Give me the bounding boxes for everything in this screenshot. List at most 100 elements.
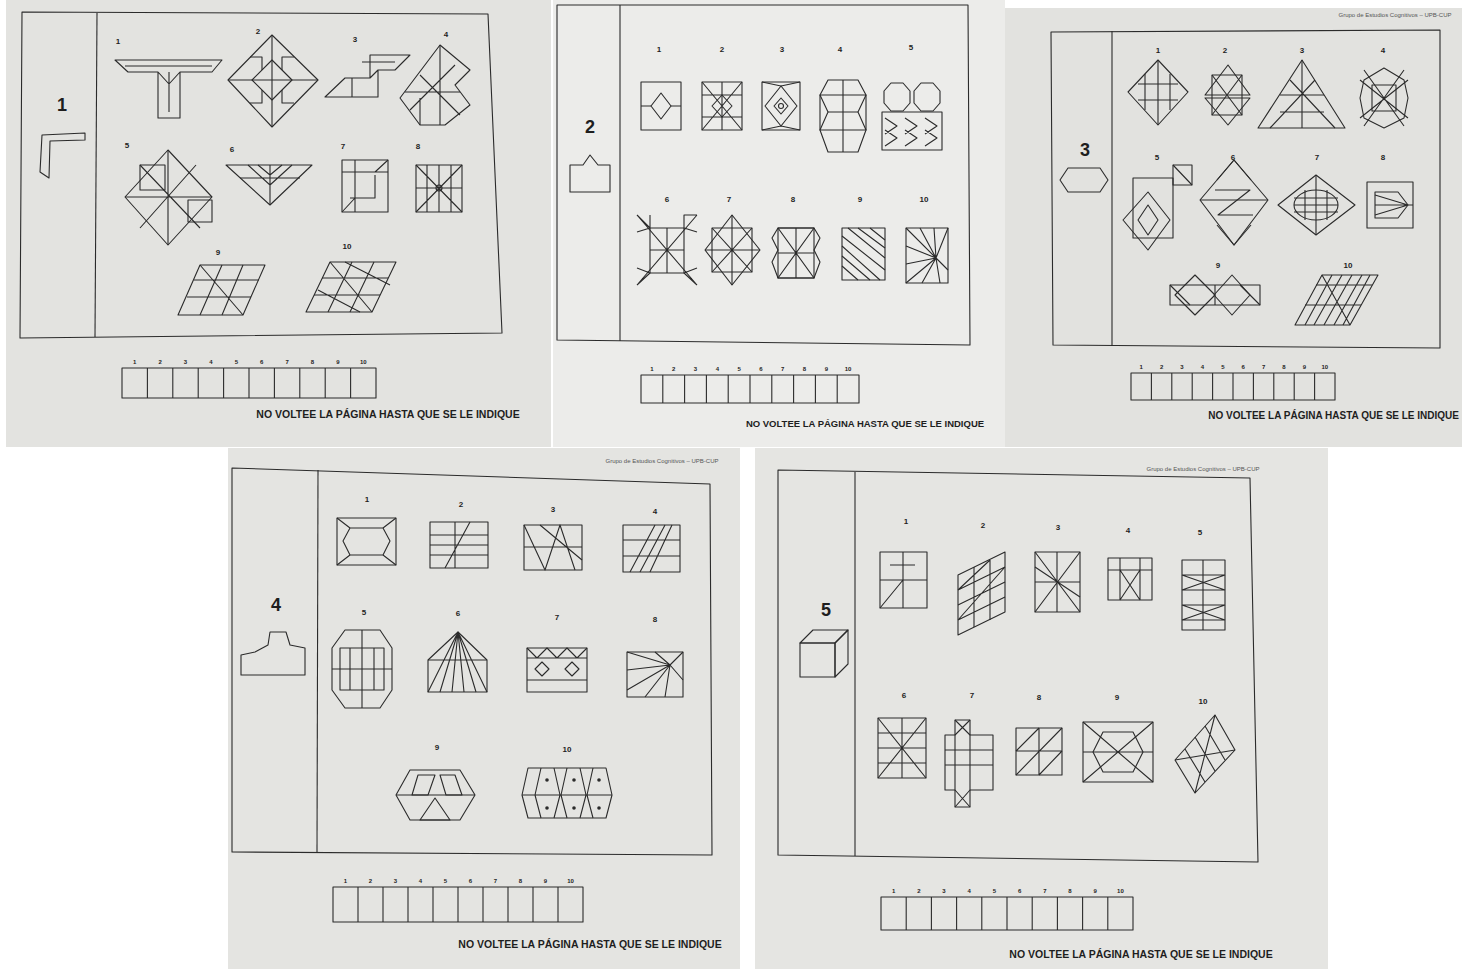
answer-cell-number: 6: [759, 366, 762, 372]
answer-cell-number: 1: [1140, 364, 1143, 370]
item-number: 6: [902, 692, 906, 700]
answer-cell-number: 6: [260, 359, 263, 365]
answer-cell-number: 3: [1180, 364, 1183, 370]
item-number: 1: [116, 38, 120, 46]
paper: [1005, 8, 1462, 447]
item-number: 1: [657, 46, 661, 54]
item-number: 5: [362, 609, 366, 617]
item-number: 4: [1381, 47, 1385, 55]
item-number: 5: [125, 142, 129, 150]
answer-cell-number: 2: [369, 878, 372, 884]
page-header: Grupo de Estudios Cognitivos – UPB-CUP: [605, 458, 718, 464]
item-number: 10: [343, 243, 352, 251]
item-number: 2: [459, 501, 463, 509]
paper: [755, 448, 1328, 969]
answer-cell-number: 8: [803, 366, 806, 372]
answer-cell-number: 7: [285, 359, 288, 365]
answer-cell-number: 10: [1321, 364, 1328, 370]
item-number: 5: [1155, 154, 1159, 162]
page-number: 3: [1080, 141, 1090, 159]
answer-cell-number: 10: [1117, 888, 1124, 894]
answer-cell-number: 1: [133, 359, 136, 365]
answer-cell-number: 1: [892, 888, 895, 894]
item-number: 9: [1115, 694, 1119, 702]
answer-cell-number: 9: [825, 366, 828, 372]
item-number: 10: [1199, 698, 1208, 706]
page-header: Grupo de Estudios Cognitivos – UPB-CUP: [1146, 466, 1259, 472]
answer-cell-number: 5: [737, 366, 740, 372]
answer-cell-number: 7: [1043, 888, 1046, 894]
item-number: 1: [904, 518, 908, 526]
answer-cell-number: 9: [544, 878, 547, 884]
answer-cell-number: 5: [235, 359, 238, 365]
answer-cell-number: 3: [942, 888, 945, 894]
item-number: 9: [435, 744, 439, 752]
answer-cell-number: 3: [394, 878, 397, 884]
answer-cell-number: 2: [1160, 364, 1163, 370]
answer-cell-number: 4: [716, 366, 719, 372]
paper: [6, 0, 551, 447]
answer-cell-number: 6: [1242, 364, 1245, 370]
answer-cell-number: 4: [209, 359, 212, 365]
item-number: 6: [665, 196, 669, 204]
item-number: 9: [858, 196, 862, 204]
answer-cell-number: 5: [1221, 364, 1224, 370]
item-number: 2: [981, 522, 985, 530]
item-number: 5: [1198, 529, 1202, 537]
answer-cell-number: 1: [344, 878, 347, 884]
item-number: 8: [791, 196, 795, 204]
page-number: 2: [585, 118, 595, 136]
answer-cell-number: 9: [1094, 888, 1097, 894]
item-number: 8: [653, 616, 657, 624]
answer-cell-number: 9: [1303, 364, 1306, 370]
item-number: 9: [1216, 262, 1220, 270]
page-number: 1: [57, 96, 67, 114]
answer-cell-number: 4: [1201, 364, 1204, 370]
answer-cell-number: 7: [1262, 364, 1265, 370]
item-number: 7: [1315, 154, 1319, 162]
answer-cell-number: 1: [650, 366, 653, 372]
answer-cell-number: 3: [694, 366, 697, 372]
answer-cell-number: 2: [917, 888, 920, 894]
item-number: 7: [727, 196, 731, 204]
item-number: 6: [1231, 154, 1235, 162]
item-number: 10: [920, 196, 929, 204]
item-number: 3: [1300, 47, 1304, 55]
item-number: 8: [416, 143, 420, 151]
item-number: 1: [1156, 47, 1160, 55]
answer-cell-number: 2: [158, 359, 161, 365]
item-number: 1: [365, 496, 369, 504]
answer-cell-number: 8: [1282, 364, 1285, 370]
footer-instruction: NO VOLTEE LA PÁGINA HASTA QUE SE LE INDI…: [1009, 949, 1272, 960]
page-number: 4: [271, 596, 281, 614]
answer-cell-number: 7: [494, 878, 497, 884]
answer-cell-number: 4: [419, 878, 422, 884]
answer-cell-number: 9: [336, 359, 339, 365]
page-header: Grupo de Estudios Cognitivos – UPB-CUP: [1338, 12, 1451, 18]
paper: [228, 448, 740, 969]
footer-instruction: NO VOLTEE LA PÁGINA HASTA QUE SE LE INDI…: [458, 939, 721, 950]
item-number: 6: [456, 610, 460, 618]
item-number: 9: [216, 249, 220, 257]
item-number: 7: [341, 143, 345, 151]
item-number: 3: [551, 506, 555, 514]
footer-instruction: NO VOLTEE LA PÁGINA HASTA QUE SE LE INDI…: [256, 409, 519, 420]
item-number: 4: [653, 508, 657, 516]
footer-instruction: NO VOLTEE LA PÁGINA HASTA QUE SE LE INDI…: [746, 419, 984, 429]
answer-cell-number: 7: [781, 366, 784, 372]
answer-cell-number: 4: [968, 888, 971, 894]
item-number: 4: [1126, 527, 1130, 535]
item-number: 8: [1037, 694, 1041, 702]
item-number: 7: [555, 614, 559, 622]
answer-cell-number: 6: [1018, 888, 1021, 894]
item-number: 5: [909, 44, 913, 52]
item-number: 3: [353, 36, 357, 44]
line-art: [20, 5, 1440, 930]
answer-cell-number: 2: [672, 366, 675, 372]
answer-cell-number: 8: [1068, 888, 1071, 894]
footer-instruction: NO VOLTEE LA PÁGINA HASTA QUE SE LE INDI…: [1208, 411, 1459, 421]
answer-cell-number: 5: [444, 878, 447, 884]
item-number: 2: [256, 28, 260, 36]
answer-cell-number: 8: [311, 359, 314, 365]
